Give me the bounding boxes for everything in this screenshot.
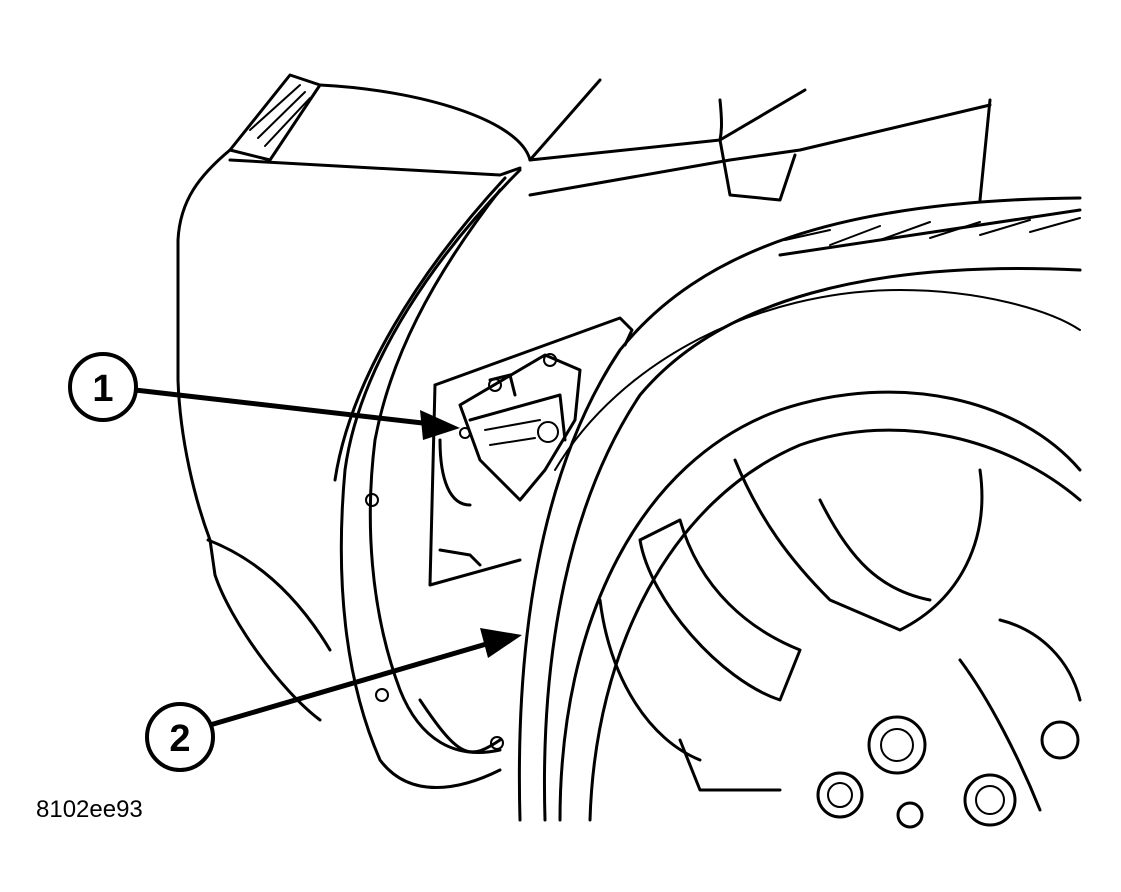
callout-2-label: 2 — [169, 718, 190, 760]
sensor-assembly — [458, 353, 582, 502]
callout-1: 1 — [68, 352, 460, 440]
quarter-panel — [318, 78, 992, 202]
figure-id: 8102ee93 — [36, 796, 143, 823]
wheel-rim — [558, 390, 1082, 822]
wheel-opening-flare — [333, 168, 522, 789]
lug-nuts — [816, 715, 1080, 829]
sensor-pocket — [428, 316, 634, 587]
rear-fascia — [176, 73, 522, 722]
tire — [517, 196, 1082, 822]
callout-2: 2 — [145, 628, 522, 772]
callout-1-label: 1 — [92, 368, 113, 410]
